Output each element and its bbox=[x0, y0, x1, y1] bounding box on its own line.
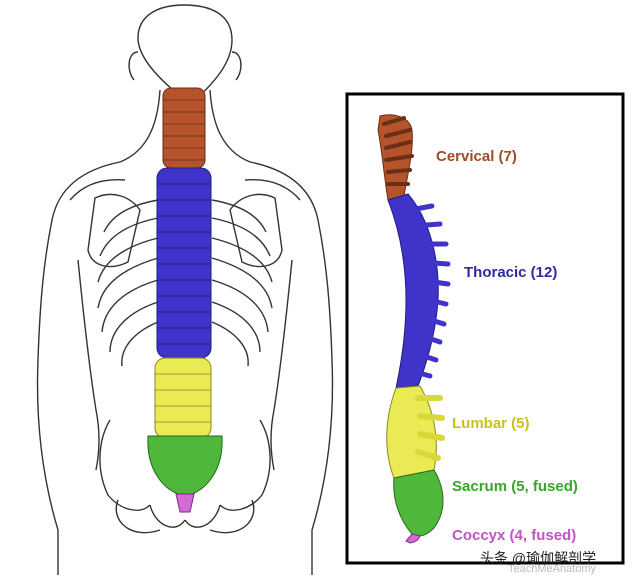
label-coccyx: Coccyx (4, fused) bbox=[452, 527, 577, 544]
thoracic-processes bbox=[405, 203, 451, 379]
lateral-coccyx-region bbox=[405, 533, 421, 544]
label-lumbar: Lumbar (5) bbox=[452, 415, 530, 432]
label-thoracic: Thoracic (12) bbox=[464, 264, 558, 281]
label-sacrum: Sacrum (5, fused) bbox=[452, 478, 578, 495]
lateral-spine bbox=[377, 114, 451, 544]
label-cervical: Cervical (7) bbox=[436, 148, 517, 165]
body-outline bbox=[36, 4, 334, 575]
posterior-lumbar-region bbox=[154, 357, 212, 439]
cervical-processes bbox=[382, 116, 414, 186]
watermark-source: TeachMeAnatomy bbox=[508, 563, 597, 575]
posterior-sacrum-region bbox=[147, 435, 223, 497]
watermark-author: 头条 @瑜伽解剖学 bbox=[480, 550, 597, 566]
posterior-coccyx-region bbox=[175, 493, 195, 513]
posterior-thoracic-region bbox=[156, 167, 212, 359]
lateral-sacrum-region bbox=[393, 469, 444, 537]
posterior-spine bbox=[147, 87, 223, 513]
lumbar-processes bbox=[415, 395, 445, 461]
